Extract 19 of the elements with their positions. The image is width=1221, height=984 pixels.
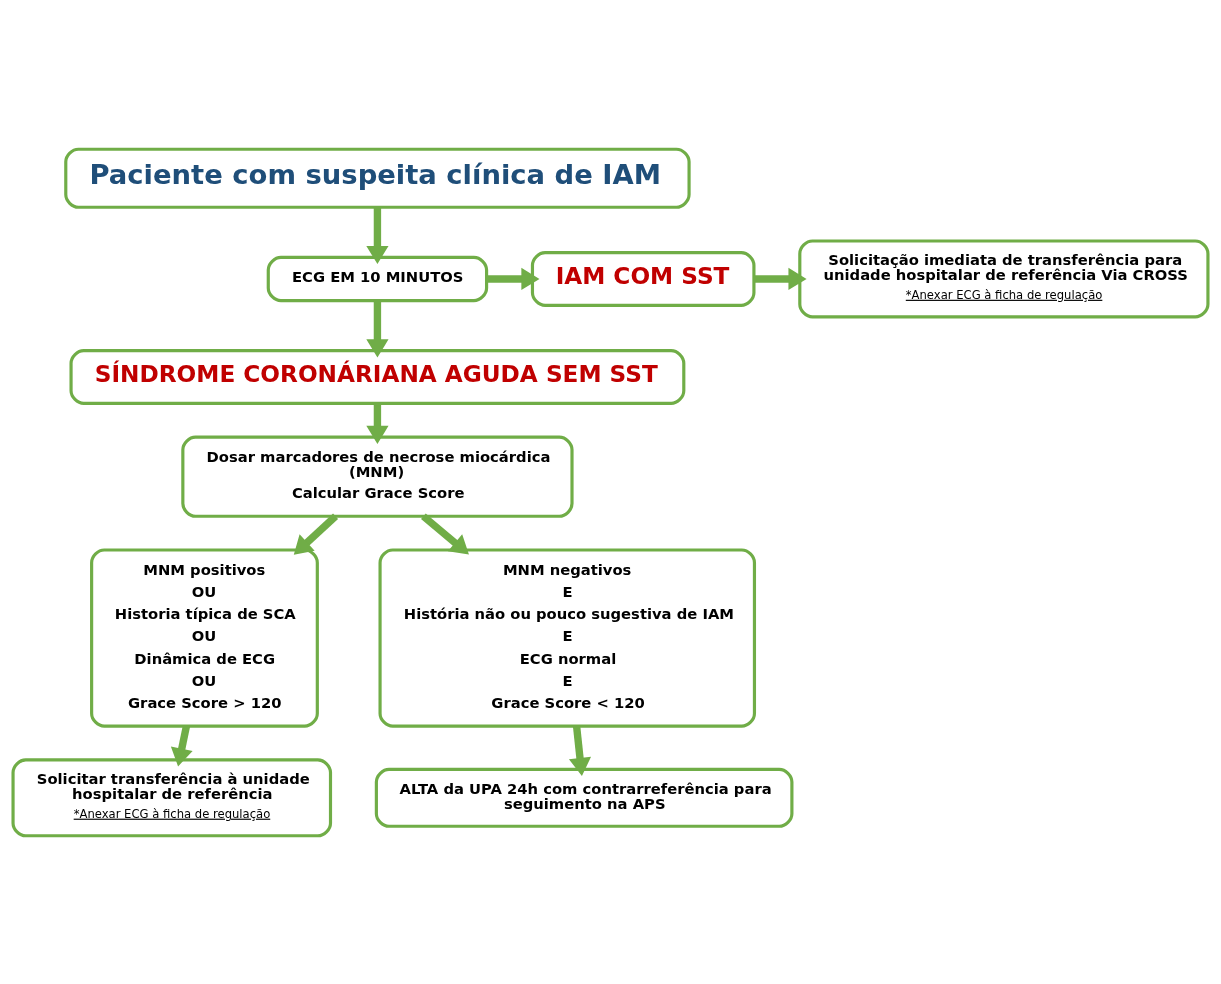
node-box: Dosar marcadores de necrose miocárdica (MNM) Calcular Grace Score (181, 435, 574, 518)
node-box: Solicitar transferência à unidade hospitalar de referência *Anexar ECG à ficha de regulação (11, 757, 333, 837)
node-box: Solicitação imediata de transferência para unidade hospitalar de referência Via CROSS *Anexar ECG à ficha de regulação (798, 238, 1210, 318)
node-box: ECG EM 10 MINUTOS (266, 255, 489, 302)
arrow (421, 512, 469, 554)
arrow (366, 206, 389, 264)
arrow (486, 267, 540, 290)
node-box: ALTA da UPA 24h com contrarreferência para seguimento na APS (374, 767, 794, 828)
node-box: SÍNDROME CORONÁRIANA AGUDA SEM SST (69, 348, 686, 405)
arrow (366, 403, 389, 444)
node-box: MNM negativos E História não ou pouco sugestiva de IAM E ECG normal E Grace Score < 120 (378, 547, 757, 728)
arrow (568, 725, 592, 776)
node-box: Paciente com suspeita clínica de IAM (64, 147, 691, 209)
node-box: IAM COM SST (530, 250, 756, 307)
arrow (754, 267, 807, 290)
node-box: MNM positivos OU Historia típica de SCA OU Dinâmica de ECG OU Grace Score > 120 (90, 547, 319, 728)
arrow (293, 513, 339, 555)
arrow (170, 724, 193, 766)
arrow (366, 300, 389, 357)
